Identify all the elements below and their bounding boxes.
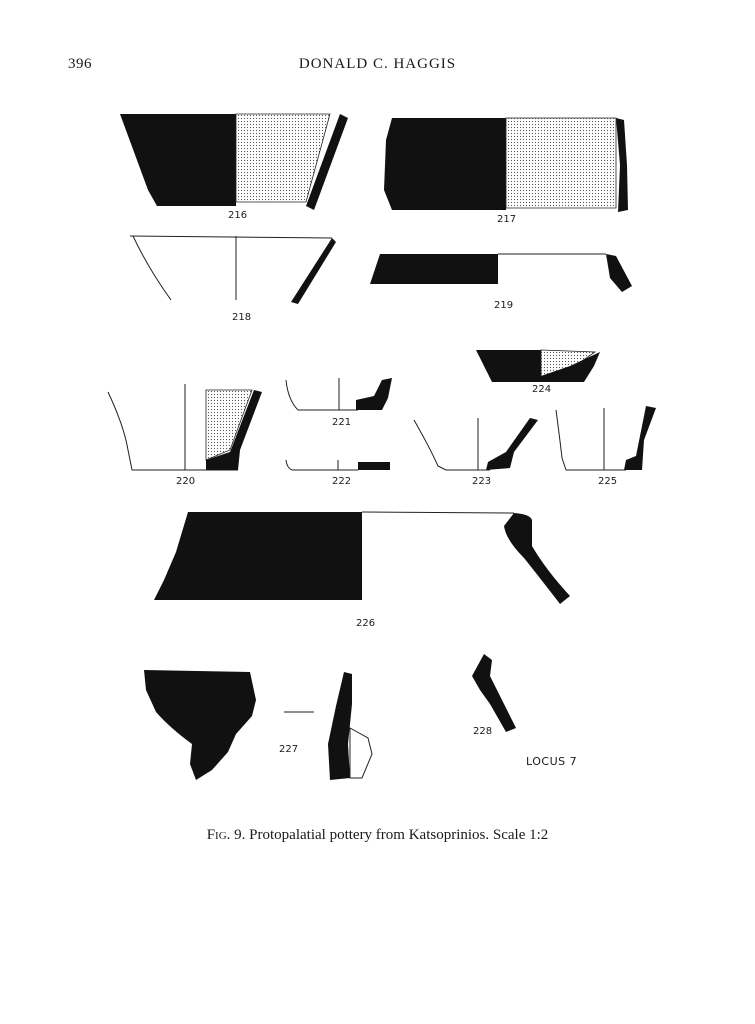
caption-text: Protopalatial pottery from Katsoprinios.… — [245, 827, 549, 843]
vessel-217 — [384, 117, 628, 212]
page-number: 396 — [68, 56, 92, 72]
fig-number: 9. — [230, 827, 246, 843]
vessel-220 — [107, 384, 262, 471]
vessel-216 — [120, 113, 348, 210]
figure-caption: Fig. 9. Protopalatial pottery from Katso… — [0, 827, 755, 844]
label-228: 228 — [473, 726, 492, 737]
label-226: 226 — [356, 618, 375, 629]
label-222: 222 — [332, 476, 351, 487]
vessel-221 — [285, 378, 392, 411]
label-219: 219 — [494, 300, 513, 311]
label-220: 220 — [176, 476, 195, 487]
label-224: 224 — [532, 384, 551, 395]
vessel-228 — [472, 654, 516, 732]
label-218: 218 — [232, 312, 251, 323]
vessel-225 — [555, 406, 656, 471]
vessel-223 — [413, 418, 538, 471]
vessel-218 — [129, 235, 336, 304]
label-216: 216 — [228, 210, 247, 221]
running-head: DONALD C. HAGGIS — [298, 56, 457, 72]
vessel-222 — [285, 459, 390, 471]
vessel-227 — [144, 670, 373, 780]
locus-label: LOCUS 7 — [526, 755, 577, 768]
label-225: 225 — [598, 476, 617, 487]
vessel-226 — [154, 511, 570, 604]
label-223: 223 — [472, 476, 491, 487]
label-221: 221 — [332, 417, 351, 428]
vessel-224 — [476, 349, 600, 382]
pottery-figure: 216 217 218 219 224 220 — [107, 113, 656, 780]
label-217: 217 — [497, 214, 516, 225]
label-227: 227 — [279, 744, 298, 755]
fig-prefix: Fig. — [206, 827, 231, 843]
vessel-219 — [370, 253, 632, 292]
